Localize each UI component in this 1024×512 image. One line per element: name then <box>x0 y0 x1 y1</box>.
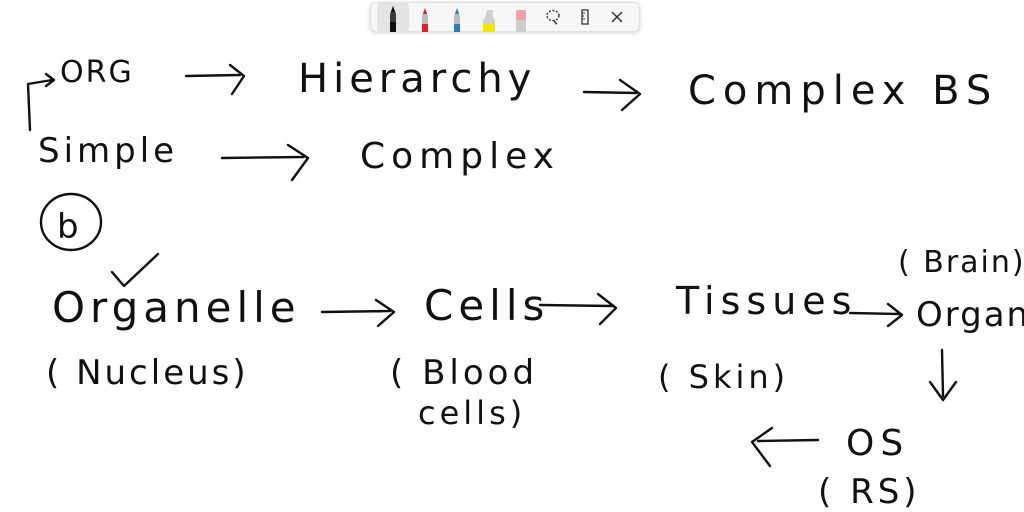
simple-text: Simple <box>38 131 178 171</box>
arrow-simple-complex <box>220 143 310 182</box>
complex-text: Complex <box>360 136 560 177</box>
os-text: OS <box>846 423 909 464</box>
org-text: ORG <box>60 55 134 90</box>
arrow-organ-down <box>928 348 958 402</box>
pen-icon <box>454 8 460 32</box>
blue-pen-tool[interactable] <box>441 2 473 32</box>
arrow-tissues-organ <box>848 302 904 328</box>
organelle-example-text: ( Nucleus) <box>46 353 249 393</box>
cells-text: Cells <box>424 281 549 330</box>
check-mark <box>110 252 160 288</box>
complex-bs-text: Complex BS <box>688 68 998 114</box>
arrow-organelle-cells <box>320 298 396 328</box>
arrow-hierarchy-complex <box>582 78 642 112</box>
pen-icon <box>422 8 428 32</box>
pen-icon <box>390 6 396 32</box>
circle-mark <box>39 192 103 252</box>
circled-label-text: b <box>57 207 79 247</box>
eraser-tool[interactable] <box>505 2 537 32</box>
ink-toolbar <box>370 2 640 32</box>
organelle-text: Organelle <box>52 283 301 332</box>
arrow-os-left <box>750 426 820 468</box>
cells-example-line2: cells) <box>418 394 526 432</box>
hierarchy-text: Hierarchy <box>298 56 536 102</box>
tissues-text: Tissues <box>675 279 857 323</box>
close-icon[interactable] <box>601 2 633 32</box>
black-pen-tool[interactable] <box>377 2 409 32</box>
red-pen-tool[interactable] <box>409 2 441 32</box>
lasso-icon[interactable] <box>537 2 569 32</box>
highlighter-icon <box>483 10 495 32</box>
organ-text: Organ <box>916 295 1024 335</box>
cells-example-line1: ( Blood <box>390 353 538 393</box>
eraser-icon <box>516 10 526 32</box>
os-example-text: ( RS) <box>818 472 921 512</box>
arrow-cells-tissues <box>538 292 618 326</box>
highlighter-tool[interactable] <box>473 2 505 32</box>
organ-example-text: ( Brain) <box>898 245 1024 280</box>
tissues-example-text: ( Skin) <box>658 358 789 396</box>
ruler-icon[interactable] <box>569 2 601 32</box>
arrow-org-hierarchy <box>184 63 246 96</box>
loop-arrow <box>26 72 56 132</box>
